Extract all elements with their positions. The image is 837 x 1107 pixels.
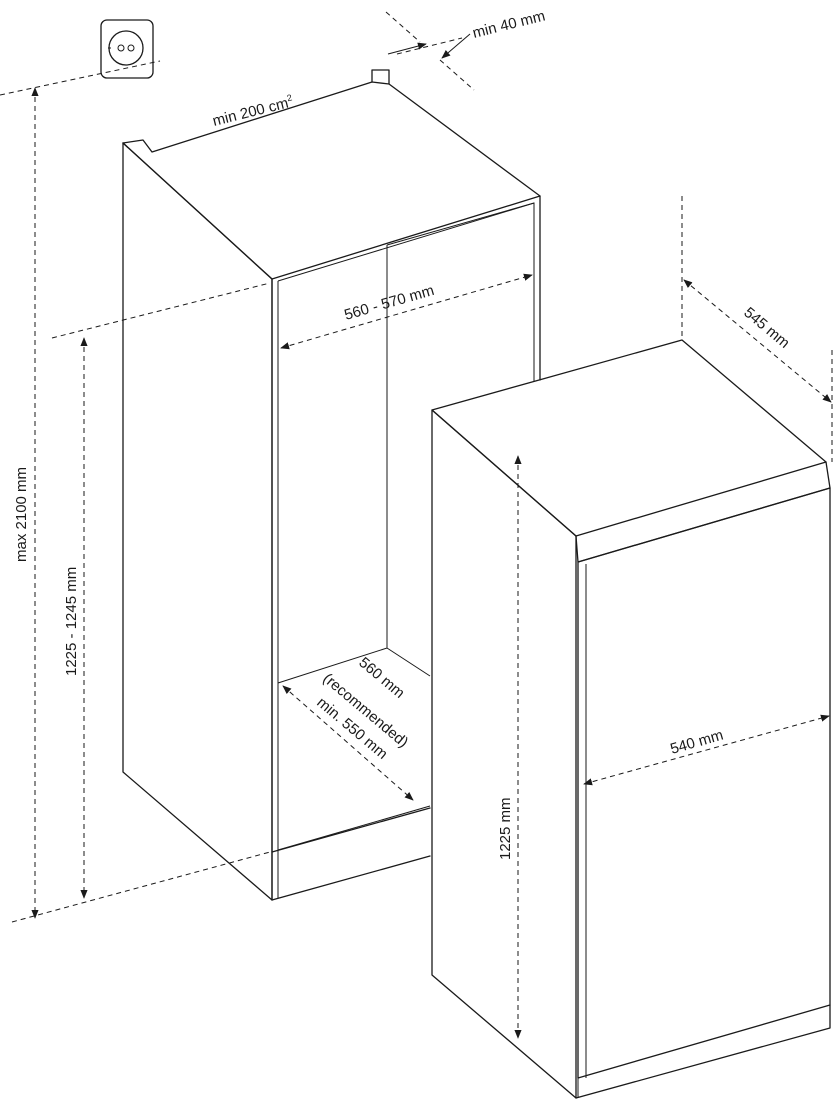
label-height-1225: 1225 mm [497, 797, 514, 860]
cabinet-niche [122, 69, 541, 901]
label-width-560-570: 560 - 570 mm [342, 282, 436, 324]
refrigerator [431, 339, 831, 1099]
label-max-2100: max 2100 mm [13, 467, 30, 562]
label-height-1225-1245: 1225 - 1245 mm [63, 567, 80, 676]
label-min-200-text: min 200 cm [211, 95, 290, 130]
label-depth-560: 560 mm [355, 654, 407, 702]
label-min-40: min 40 mm [471, 7, 547, 41]
label-depth-545: 545 mm [740, 304, 792, 352]
label-width-540: 540 mm [668, 727, 725, 758]
dimension-arrows [31, 33, 832, 1039]
label-min-200-sup: 2 [286, 92, 293, 103]
label-min-200: min 200 cm2 [211, 92, 295, 129]
extension-lines [0, 11, 833, 923]
power-socket-icon [100, 19, 154, 79]
